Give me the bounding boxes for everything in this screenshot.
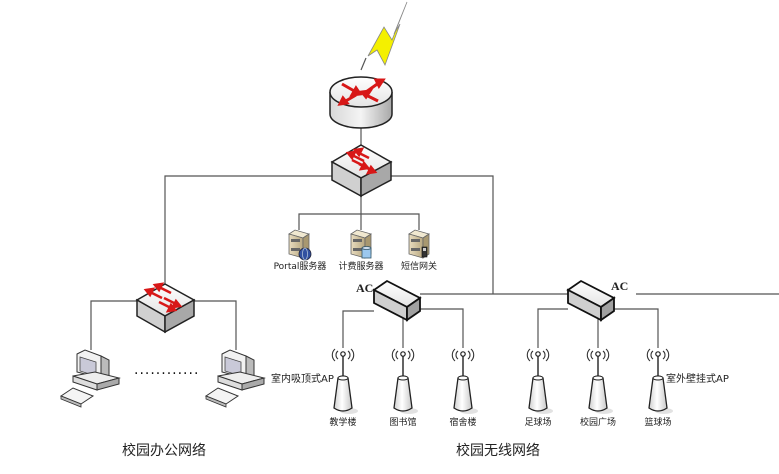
computer-icon [59, 349, 121, 408]
wifi-signal-icon [586, 348, 610, 362]
ap-label-library: 图书馆 [389, 418, 417, 428]
ac-left-label: AC [356, 281, 374, 295]
server-icon [288, 229, 312, 261]
link-core-wireless [391, 175, 494, 294]
ac-left-icon [372, 279, 422, 322]
wifi-signal-icon [331, 348, 355, 362]
ap-label-campus-square: 校园广场 [579, 418, 617, 428]
indoor-ap-label: 室内吸顶式AP [271, 374, 334, 385]
ap-label-dormitory: 宿舍楼 [449, 418, 477, 428]
wireless-ap-icon [451, 348, 478, 414]
more-computers-ellipsis: ············ [134, 366, 200, 382]
core-switch-icon [330, 144, 393, 198]
lightning-icon [367, 1, 408, 66]
phone-badge-icon [421, 246, 428, 258]
server-icon [350, 229, 372, 259]
link-ac-left-aps [342, 310, 374, 348]
link-office-pcs [90, 300, 137, 350]
server-label-billing: 计费服务器 [338, 262, 384, 272]
keyboard-icon [204, 387, 240, 408]
server-label-sms-gateway: 短信网关 [400, 262, 438, 272]
computers-group [59, 349, 266, 408]
connection-lines [90, 57, 779, 350]
wireless-ap-icon [586, 348, 613, 414]
computer-icon [204, 349, 266, 408]
server-icon [408, 229, 430, 259]
wireless-network-label: 校园无线网络 [456, 443, 540, 459]
office-network-label: 校园办公网络 [122, 443, 206, 459]
wireless-ap-icon [526, 348, 553, 414]
office-switch-icon [135, 282, 196, 334]
access-points-group [331, 348, 673, 414]
wireless-ap-icon [646, 348, 673, 414]
wifi-signal-icon [451, 348, 475, 362]
server-label-portal: Portal服务器 [273, 262, 327, 272]
link-wan [360, 57, 367, 71]
wireless-ap-icon [391, 348, 418, 414]
ac-right-icon [566, 279, 616, 322]
link-ac-right-aps [537, 308, 568, 348]
servers-group [288, 229, 430, 261]
link-server-bus [298, 213, 420, 230]
wifi-signal-icon [646, 348, 670, 362]
ap-label-football-field: 足球场 [524, 418, 552, 428]
router-icon [329, 76, 393, 129]
wifi-signal-icon [391, 348, 415, 362]
wifi-signal-icon [526, 348, 550, 362]
keyboard-icon [59, 387, 95, 408]
link-core-office [164, 175, 332, 290]
ac-right-label: AC [611, 279, 629, 293]
ap-label-basketball-court: 篮球场 [644, 418, 672, 428]
outdoor-ap-label: 室外壁挂式AP [666, 374, 729, 385]
globe-badge-icon [298, 247, 312, 261]
database-badge-icon [361, 246, 372, 259]
wireless-ap-icon [331, 348, 358, 414]
ap-label-teaching-building: 教学楼 [329, 418, 357, 428]
